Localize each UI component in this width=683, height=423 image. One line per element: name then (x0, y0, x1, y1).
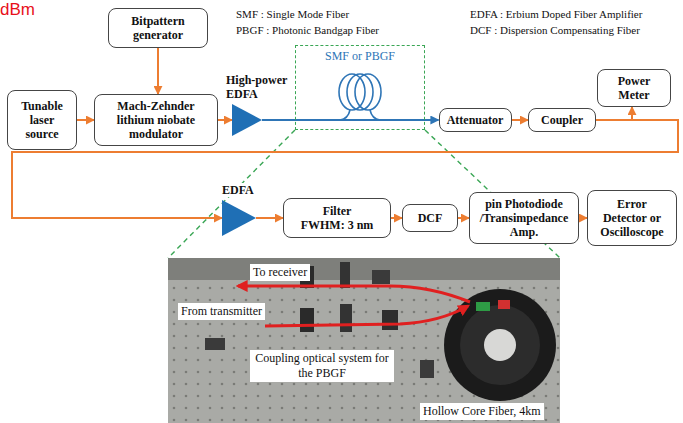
mount (340, 262, 350, 288)
signal-connector (256, 217, 283, 219)
bench-back (168, 258, 560, 280)
spool-sticker (498, 300, 510, 309)
box-text: Power Meter (604, 74, 664, 102)
signal-connector (596, 107, 632, 120)
abbreviation-note: PBGF : Photonic Bandgap Fiber (236, 24, 379, 37)
box-text: Filter FWHM: 3 nm (300, 204, 374, 232)
box-text: Attenuator (447, 113, 504, 127)
signal-connector (218, 119, 232, 121)
box-text: DCF (418, 211, 443, 225)
box-text: Mach-Zehnder lithium niobate modulator (104, 99, 208, 141)
process-box: pin Photodiode /Transimpedance Amp. (469, 192, 579, 244)
amplifier-symbol (232, 104, 262, 136)
amplifier-label: EDFA (222, 183, 262, 197)
coil-lead (370, 110, 380, 120)
box-text: pin Photodiode /Transimpedance Amp. (476, 197, 572, 239)
zoom-line (168, 130, 295, 258)
photo-caption: To receiver (250, 264, 310, 281)
optical-table (168, 258, 560, 423)
coil-lead (340, 110, 350, 120)
photo-caption: From transmitter (178, 303, 265, 320)
process-box: Bitpattern generator (108, 8, 208, 48)
abbreviation-note: DCF : Dispersion Compensating Fiber (470, 24, 640, 37)
spool-sticker (476, 302, 490, 311)
spool-hub (484, 329, 516, 361)
amplifier-label: High-power EDFA (226, 73, 292, 101)
amplifier-triangle: High-power EDFA (232, 104, 262, 136)
photo-content (168, 258, 560, 423)
signal-connector (391, 217, 402, 219)
mount (382, 310, 398, 330)
amplifier-triangle: EDFA (222, 200, 256, 236)
abbreviation-note: EDFA : Erbium Doped Fiber Amplifier (470, 8, 642, 21)
mount (300, 308, 314, 332)
table-holes (168, 258, 560, 423)
amplifier-shape (232, 104, 262, 136)
signal-connector (77, 119, 94, 121)
process-box: Mach-Zehnder lithium niobate modulator (94, 94, 218, 146)
spool-winding (460, 305, 540, 385)
box-text: SMF or PBGF (325, 49, 395, 63)
process-box: Power Meter (597, 69, 671, 107)
unit-label: dBm (0, 0, 35, 20)
abbreviation-note: SMF : Single Mode Fiber (236, 8, 349, 21)
fiber-coil (347, 74, 373, 110)
process-box: Tunable laser source (7, 90, 77, 150)
box-text: Bitpattern generator (118, 14, 198, 42)
box-text: Tunable laser source (14, 99, 70, 141)
mount (205, 338, 225, 350)
signal-connector (157, 48, 159, 94)
fiber-coil (355, 74, 381, 110)
fiber-spool (444, 289, 556, 401)
process-box: Error Detector or Oscilloscope (587, 190, 677, 246)
box-text: Coupler (541, 113, 583, 127)
photo-caption: Coupling optical system for the PBGF (250, 350, 394, 382)
signal-connector (458, 217, 469, 219)
to-receiver-arrow (238, 286, 470, 302)
from-transmitter-arrow (265, 306, 468, 326)
fiber-region: SMF or PBGF (295, 45, 425, 130)
signal-connector (262, 119, 295, 121)
photo-caption: Hollow Core Fiber, 4km (420, 403, 544, 420)
fiber-coil (339, 74, 365, 110)
fiber-line (295, 119, 425, 121)
mount (420, 360, 434, 378)
signal-connector (512, 119, 529, 121)
mount (372, 270, 390, 284)
process-box: Coupler (528, 108, 596, 132)
process-box: DCF (402, 204, 458, 232)
signal-connector (425, 119, 439, 121)
signal-connector (579, 217, 587, 219)
mount (340, 304, 352, 332)
process-box: Filter FWHM: 3 nm (283, 198, 391, 238)
box-text: Error Detector or Oscilloscope (594, 197, 670, 239)
process-box: Attenuator (439, 108, 512, 132)
amplifier-shape (222, 200, 256, 236)
amplifier-symbol (222, 200, 256, 236)
